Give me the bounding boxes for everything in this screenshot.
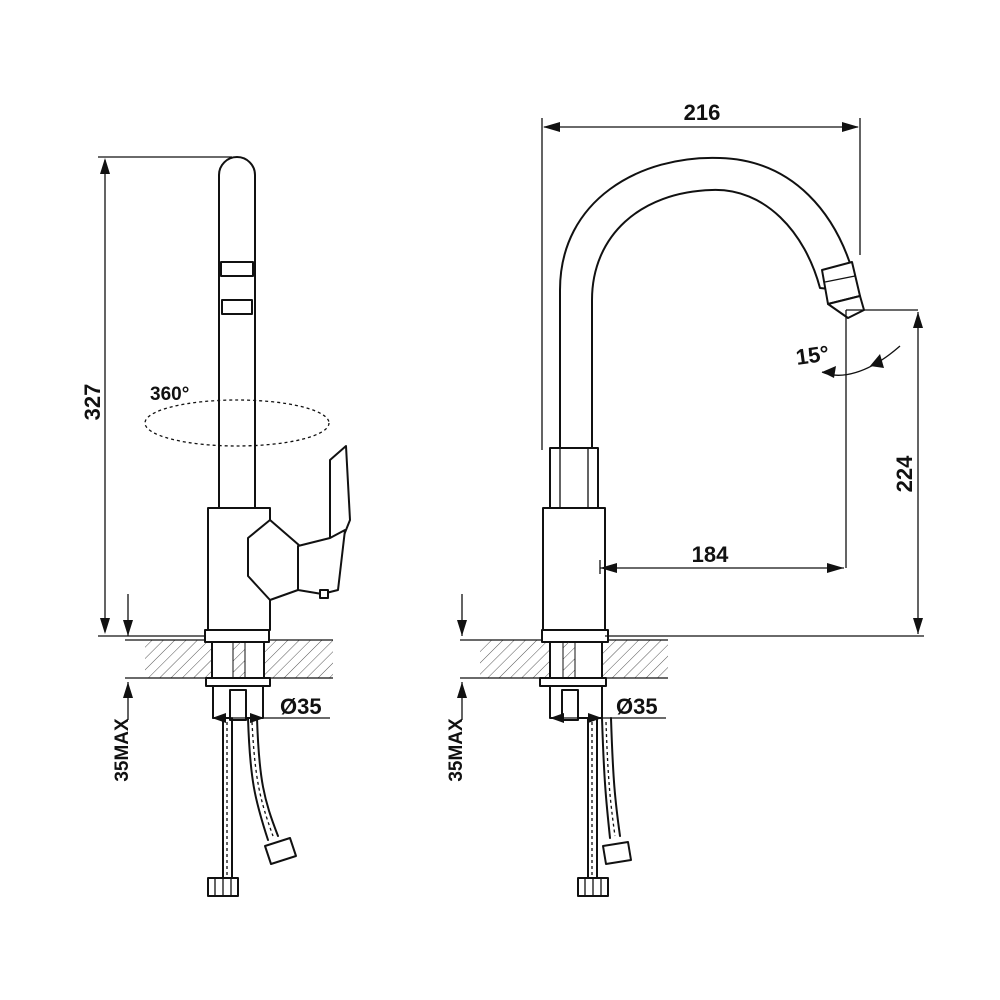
side-hole-dimension: Ø35 (212, 694, 330, 723)
front-width-dimension: 216 (541, 100, 861, 450)
side-counter-dimension: 35MAX (112, 594, 133, 782)
side-hose-nut-right (264, 837, 297, 865)
front-height-label: 224 (892, 455, 917, 492)
front-hole-label: Ø35 (616, 694, 658, 719)
side-height-label: 327 (80, 384, 105, 421)
front-height-dimension: 224 (605, 312, 924, 637)
front-counter-dimension: 35MAX (446, 594, 467, 782)
side-view: 360° 327 35MAX Ø35 (80, 156, 351, 897)
side-counter-label: 35MAX (112, 718, 133, 782)
side-height-dimension: 327 (80, 156, 232, 637)
front-view: 15° 216 184 224 (446, 100, 924, 897)
front-tilt-label: 15° (794, 341, 830, 370)
front-hose-nut-right (602, 841, 632, 865)
side-supply-hoses (207, 717, 297, 897)
front-reach-label: 184 (692, 542, 729, 567)
front-width-label: 216 (684, 100, 721, 125)
side-rotation-ellipse (144, 399, 330, 447)
side-rotation-label: 360° (150, 384, 189, 405)
front-counter-label: 35MAX (446, 718, 467, 782)
side-mounting-shank (204, 629, 271, 721)
front-tilt-annotation: 15° (794, 309, 918, 568)
side-hole-label: Ø35 (280, 694, 322, 719)
front-gooseneck-spout (559, 156, 865, 449)
side-faucet-body (207, 156, 351, 631)
front-hole-dimension: Ø35 (550, 694, 666, 723)
front-reach-dimension: 184 (599, 542, 844, 574)
front-supply-hoses (577, 717, 632, 897)
front-faucet-body (542, 447, 606, 631)
front-mounting-shank (539, 629, 609, 721)
